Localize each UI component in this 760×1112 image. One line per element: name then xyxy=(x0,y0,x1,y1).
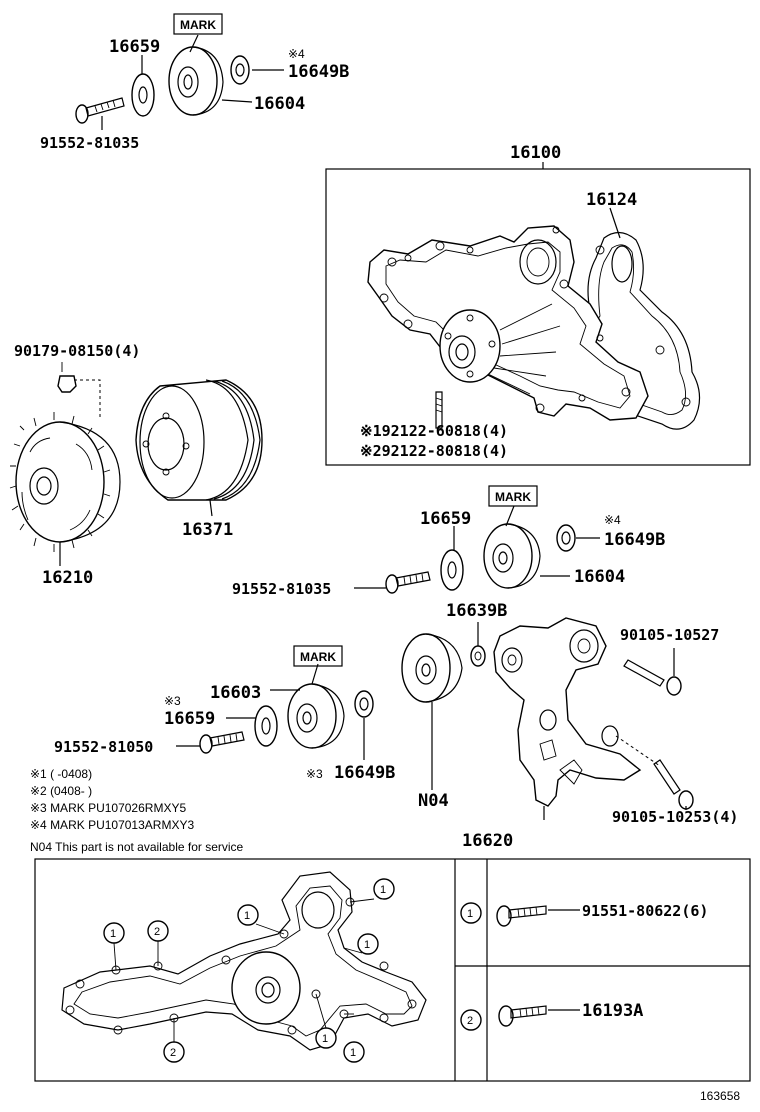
label-note3-b: ※3 xyxy=(306,767,323,781)
label-mark-mid: MARK xyxy=(495,490,531,504)
idler-pulley-16603 xyxy=(287,683,345,749)
water-pump-body-16100 xyxy=(367,225,649,429)
label-16210: 16210 xyxy=(42,568,93,588)
callout-1-f: 1 xyxy=(350,1047,356,1059)
water-pump-assembly-box xyxy=(325,162,751,466)
tensioner-assembly-16620 xyxy=(401,617,694,810)
callout-1-e: 1 xyxy=(322,1033,328,1045)
label-16649b-mid: 16649B xyxy=(604,530,665,550)
label-92122-80818: ※292122-80818(4) xyxy=(360,442,508,460)
label-note3-low: ※3 xyxy=(164,694,181,708)
callout-2-b: 2 xyxy=(170,1047,176,1059)
label-mark-top: MARK xyxy=(180,18,216,32)
label-N04: N04 xyxy=(418,791,449,811)
figure-reference-number: 163658 xyxy=(700,1089,740,1103)
table-callout-2: 2 xyxy=(467,1015,473,1027)
bolt-91552-81035-top xyxy=(75,97,125,124)
label-90179-08150: 90179-08150(4) xyxy=(14,342,140,360)
label-16659-low: 16659 xyxy=(164,709,215,729)
label-90105-10253: 90105-10253(4) xyxy=(612,808,738,826)
idler-pulley-16604-top xyxy=(168,46,224,116)
cap-16649b-top xyxy=(230,55,250,85)
top-idler-group xyxy=(75,13,284,130)
callout-2-a: 2 xyxy=(154,926,160,938)
label-91552-81050: 91552-81050 xyxy=(54,738,153,756)
middle-idler-group xyxy=(354,485,600,594)
label-mark-low: MARK xyxy=(300,650,336,664)
bolt-91552-81050 xyxy=(199,731,245,754)
label-16649b-top: 16649B xyxy=(288,62,349,82)
label-91551-80622: 91551-80622(6) xyxy=(582,902,708,920)
bolt-location-box xyxy=(34,858,751,1082)
label-note4-mid: ※4 xyxy=(604,513,621,527)
callout-1-c: 1 xyxy=(380,884,386,896)
label-note4-top: ※4 xyxy=(288,47,305,61)
label-16639b: 16639B xyxy=(446,601,507,621)
fan-pulley-16371 xyxy=(135,379,263,517)
note-1: ※1 ( -0408) xyxy=(30,767,92,781)
note-2: ※2 (0408- ) xyxy=(30,784,92,798)
bolt-91552-81035-mid xyxy=(385,571,431,594)
washer-16659-mid xyxy=(440,549,464,591)
bolt-16193a xyxy=(498,1005,580,1027)
lower-idler-group xyxy=(176,645,374,760)
label-16620: 16620 xyxy=(462,831,513,851)
label-16193a: 16193A xyxy=(582,1001,643,1021)
callout-1-a: 1 xyxy=(110,928,116,940)
idler-pulley-16604-mid xyxy=(483,523,541,589)
label-16604-mid: 16604 xyxy=(574,567,625,587)
callout-1-b: 1 xyxy=(244,910,250,922)
label-16649b-low: 16649B xyxy=(334,763,395,783)
bolt-91551-80622 xyxy=(496,905,580,927)
label-16604-top: 16604 xyxy=(254,94,305,114)
label-91552-81035-top: 91552-81035 xyxy=(40,134,139,152)
cap-16649b-low xyxy=(354,690,374,718)
label-92122-60818: ※192122-60818(4) xyxy=(360,422,508,440)
cap-16649b-mid xyxy=(556,524,576,552)
note-4: ※4 MARK PU107013ARMXY3 xyxy=(30,818,194,832)
label-90105-10527: 90105-10527 xyxy=(620,626,719,644)
label-16371: 16371 xyxy=(182,520,233,540)
callout-1-d: 1 xyxy=(364,939,370,951)
label-91552-81035-mid: 91552-81035 xyxy=(232,580,331,598)
washer-16659-low xyxy=(254,705,278,747)
note-5: N04 This part is not available for servi… xyxy=(30,840,244,854)
label-16659-mid: 16659 xyxy=(420,509,471,529)
label-16659-top: 16659 xyxy=(109,37,160,57)
note-3: ※3 MARK PU107026RMXY5 xyxy=(30,801,186,815)
footnotes: ※1 ( -0408) ※2 (0408- ) ※3 MARK PU107026… xyxy=(30,767,244,854)
washer-16659-top xyxy=(131,73,155,117)
label-16124: 16124 xyxy=(586,190,637,210)
table-callout-1: 1 xyxy=(467,908,473,920)
fan-clutch-16210 xyxy=(9,362,121,552)
label-16603: 16603 xyxy=(210,683,261,703)
label-16100: 16100 xyxy=(510,143,561,163)
